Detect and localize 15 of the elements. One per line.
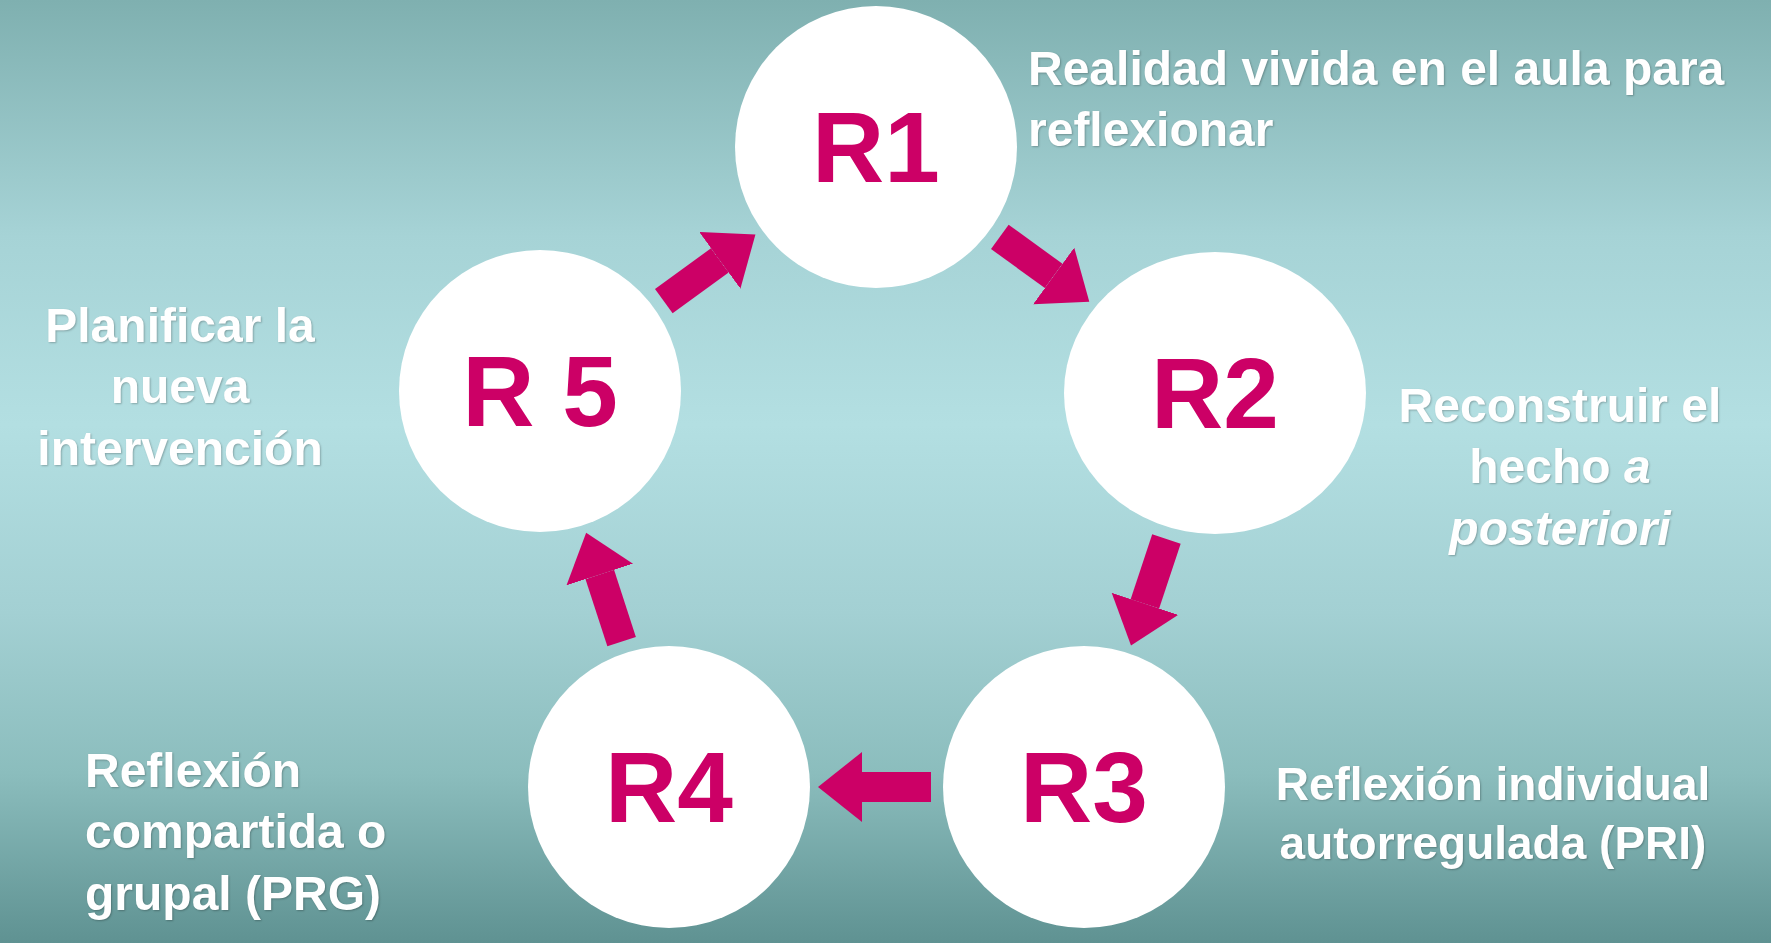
stage-label: R1 <box>812 97 940 197</box>
stage-label: R4 <box>605 737 733 837</box>
stage-description: Reflexión individual autorregulada (PRI) <box>1274 757 1712 871</box>
stage-description: Planificar la nueva intervención <box>36 298 324 477</box>
stage-description: Reflexión compartida o grupal (PRG) <box>85 743 388 922</box>
block-arrow <box>818 752 931 822</box>
stage-label: R2 <box>1151 343 1279 443</box>
block-arrow <box>655 232 756 314</box>
block-arrow <box>991 224 1090 305</box>
stage-label: R3 <box>1020 737 1148 837</box>
stage-description: Realidad vivida en el aula para reflexionar <box>1028 41 1726 159</box>
block-arrow <box>566 532 636 647</box>
block-arrow <box>1111 534 1181 646</box>
stage-label: R 5 <box>462 341 618 441</box>
stage-description: Reconstruir el hecho a posteriori <box>1397 378 1723 557</box>
